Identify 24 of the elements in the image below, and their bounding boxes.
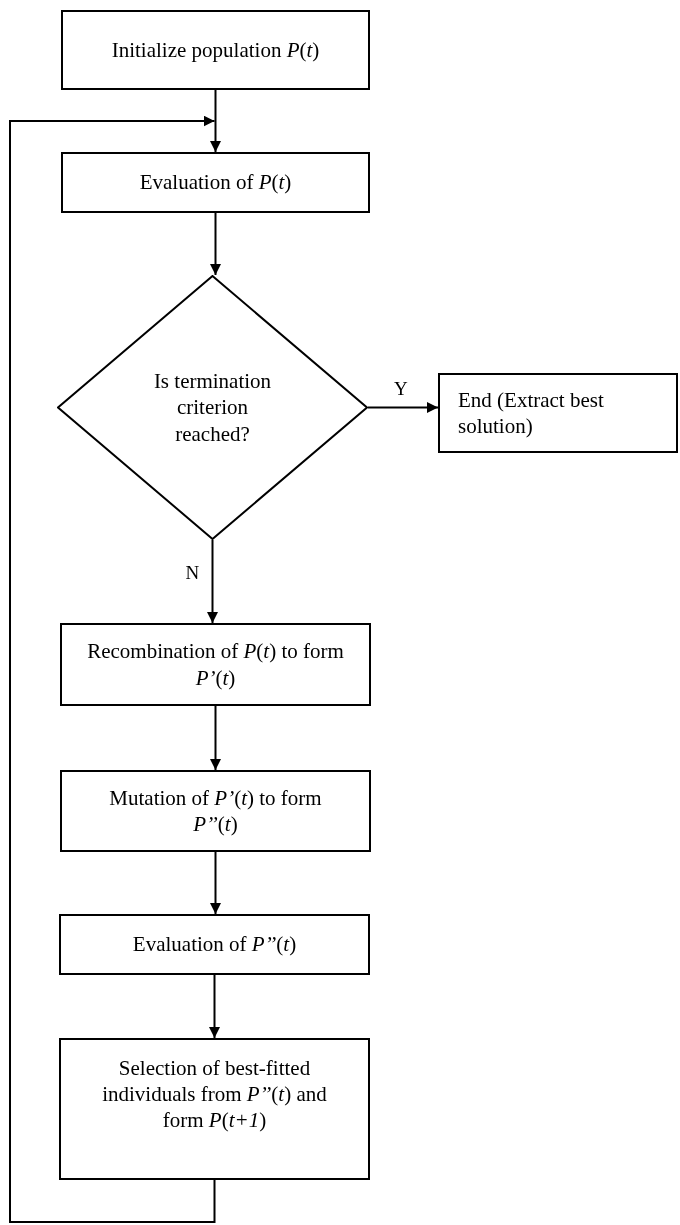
step-text: Mutation of P’(t) to form P’’(t)	[108, 784, 323, 838]
process-box	[61, 152, 370, 213]
step-text: Evaluation of P’’(t)	[132, 931, 297, 958]
step-text: End (Extract best solution)	[458, 386, 605, 440]
arrow	[210, 705, 221, 771]
arrow	[210, 851, 221, 915]
arrow	[207, 539, 218, 624]
process-box	[59, 1038, 370, 1180]
process-box	[61, 10, 370, 90]
decision-text: Is termination criterion reached?	[152, 368, 273, 447]
arrow	[210, 212, 221, 276]
process-box	[59, 914, 370, 975]
process-box	[60, 623, 371, 706]
loop-arrow	[9, 115, 216, 1223]
step-text: Selection of best-fitted individuals from P’’(t) and form P(t+1)	[101, 1054, 328, 1134]
decision-diamond	[57, 275, 368, 540]
arrow	[367, 402, 439, 413]
process-box	[438, 373, 678, 453]
arrow	[210, 89, 221, 153]
step-text: Initialize population P(t)	[111, 36, 320, 64]
step-text: Recombination of P(t) to form P’(t)	[86, 638, 345, 691]
process-box	[60, 770, 371, 852]
step-text: Evaluation of P(t)	[139, 169, 292, 196]
arrow	[209, 974, 220, 1039]
